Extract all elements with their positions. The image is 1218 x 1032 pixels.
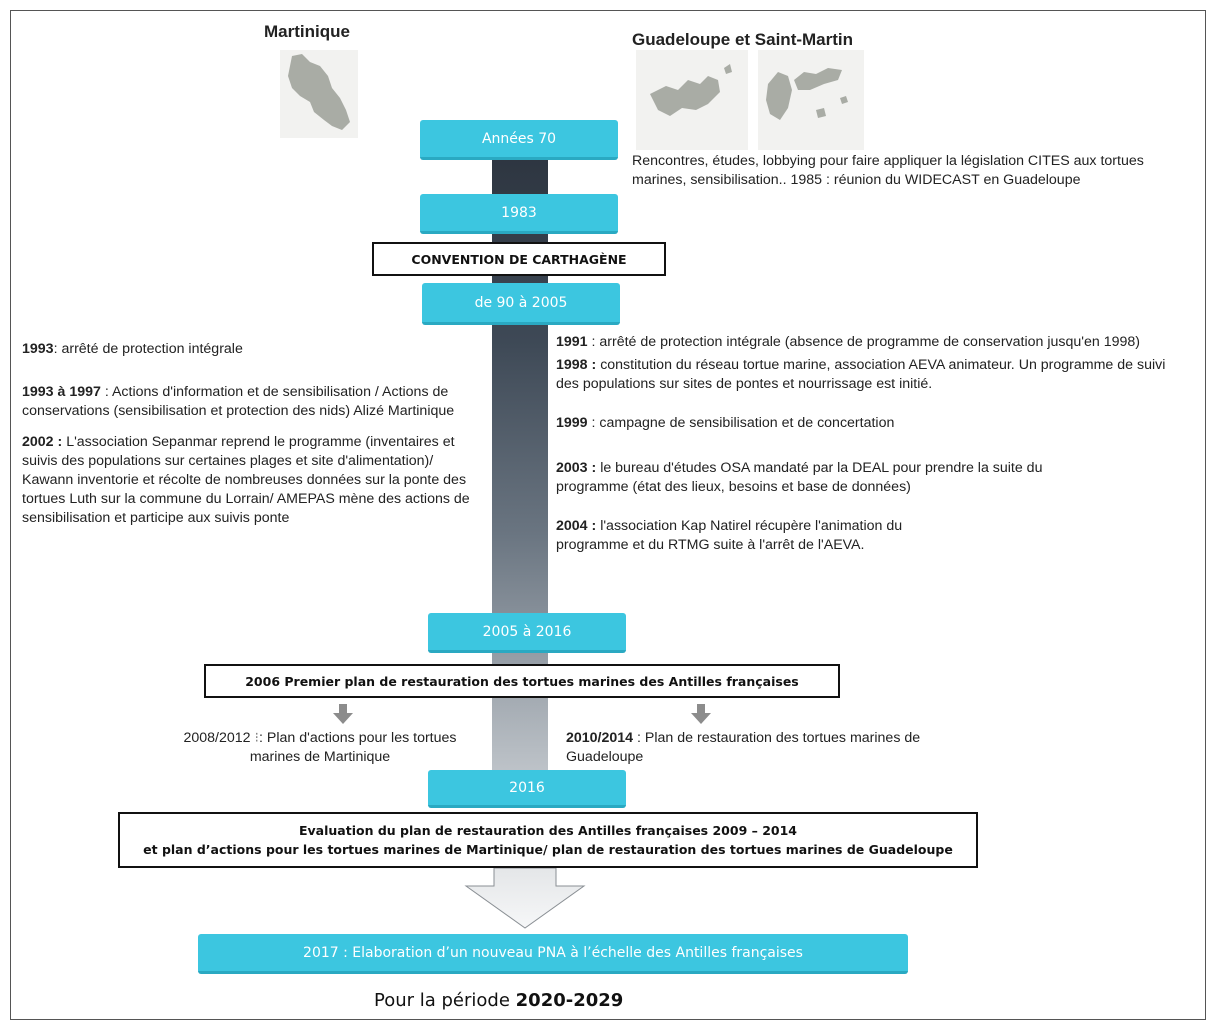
evaluation-line-2: et plan d’actions pour les tortues marin… — [143, 842, 953, 857]
guadeloupe-event: 1999 : campagne de sensibilisation et de… — [556, 415, 895, 431]
arrow-down-right-icon — [691, 704, 711, 724]
evaluation-box: Evaluation du plan de restauration des A… — [118, 812, 978, 868]
guadeloupe-event: 1991 : arrêté de protection intégrale (a… — [556, 334, 1140, 350]
guadeloupe-map — [758, 50, 864, 150]
arrow-down-left-icon — [333, 704, 353, 724]
guadeloupe-event: 1998 : constitution du réseau tortue mar… — [556, 357, 1166, 392]
figure-frame — [10, 10, 1206, 1020]
intro-text: Rencontres, études, lobbying pour faire … — [632, 153, 1144, 188]
guadeloupe-event: 2004 : l'association Kap Natirel récupèr… — [556, 518, 903, 553]
timeline-box-1983: 1983 — [420, 194, 618, 234]
plan-guadeloupe-text: 2010/2014 : Plan de restauration des tor… — [566, 730, 921, 765]
martinique-event: 2002 : L'association Sepanmar reprend le… — [22, 434, 470, 526]
martinique-event: 1993: arrêté de protection intégrale — [22, 341, 243, 357]
timeline-box-2005-2016: 2005 à 2016 — [428, 613, 626, 653]
large-down-arrow-icon — [464, 868, 586, 929]
convention-label: CONVENTION DE CARTHAGÈNE — [411, 251, 627, 267]
final-box: 2017 : Elaboration d’un nouveau PNA à l’… — [198, 934, 908, 974]
timeline-box-1990-2005: de 90 à 2005 — [422, 283, 620, 325]
martinique-event: 1993 à 1997 : Actions d'information et d… — [22, 384, 455, 419]
plan-2006-label: 2006 Premier plan de restauration des to… — [245, 673, 799, 689]
timeline-box-2016: 2016 — [428, 770, 626, 808]
period-footer: Pour la période 2020-2029 — [374, 990, 624, 1011]
plan-martinique-text: 2008/2012 ⁝: Plan d'actions pour les tor… — [183, 730, 457, 765]
martinique-title: Martinique — [264, 22, 350, 41]
guadeloupe-title: Guadeloupe et Saint-Martin — [632, 30, 854, 49]
convention-box: CONVENTION DE CARTHAGÈNE — [372, 242, 666, 276]
plan-2006-box: 2006 Premier plan de restauration des to… — [204, 664, 840, 698]
martinique-events: 1993: arrêté de protection intégrale 199… — [22, 340, 482, 540]
timeline-box-annees70: Années 70 — [420, 120, 618, 160]
guadeloupe-events: 1991 : arrêté de protection intégrale (a… — [556, 333, 1190, 567]
guadeloupe-event: 2003 : le bureau d'études OSA mandaté pa… — [556, 460, 1043, 495]
evaluation-line-1: Evaluation du plan de restauration des A… — [298, 823, 798, 838]
saint-martin-map — [636, 50, 748, 150]
martinique-map — [280, 50, 358, 138]
